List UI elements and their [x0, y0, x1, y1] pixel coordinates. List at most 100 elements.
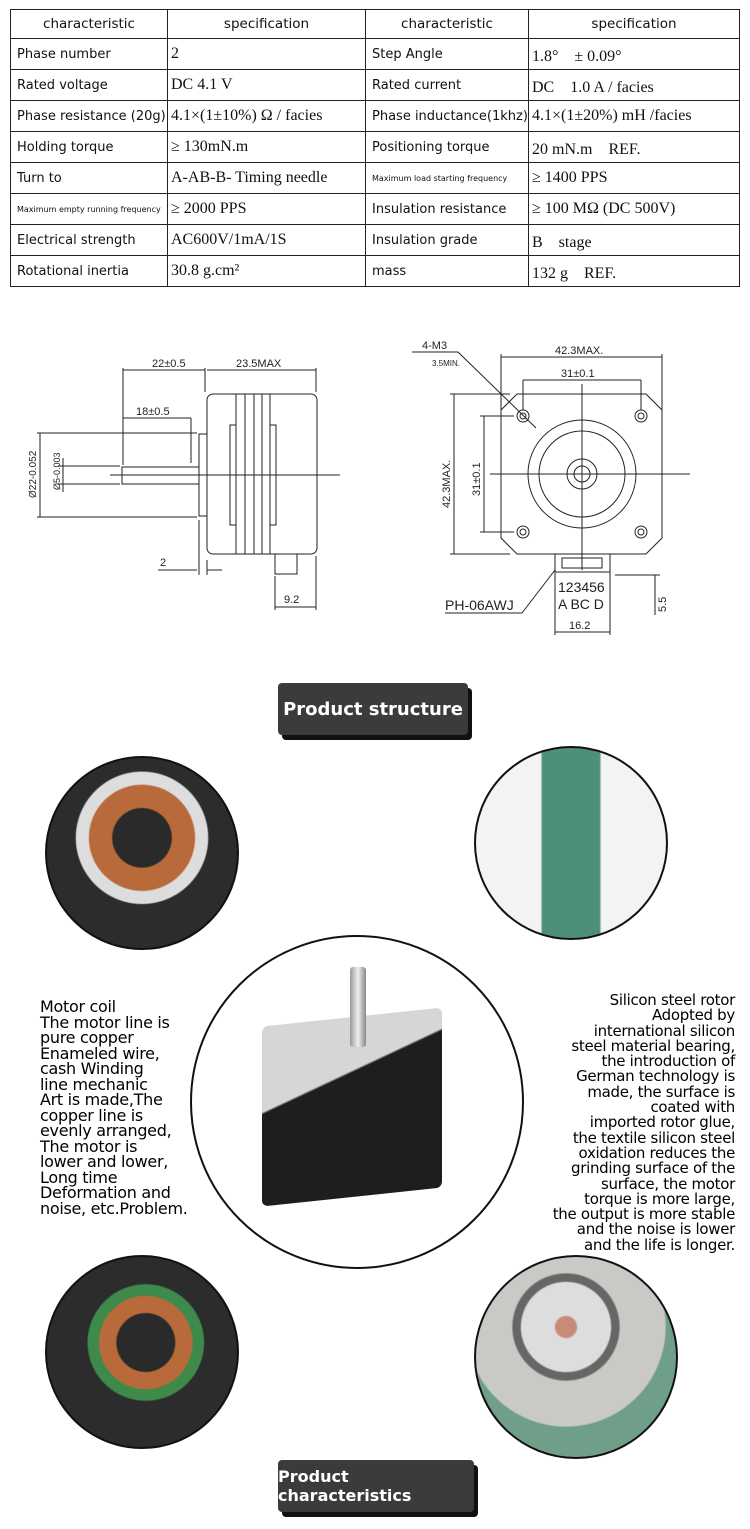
description-line: grinding surface of the — [571, 1159, 735, 1178]
dim-shaft-inner: 18±0.5 — [136, 406, 170, 418]
spec-value: AC600V/1mA/1S — [167, 224, 366, 256]
header-specification: specification — [528, 9, 740, 39]
description-line: made, the surface is — [587, 1082, 735, 1101]
dim-body-length: 23.5MAX — [236, 358, 282, 370]
description-line: the introduction of — [601, 1052, 736, 1071]
spec-characteristic: Positioning torque — [365, 131, 529, 163]
spec-characteristic: Maximum empty running frequency — [10, 193, 168, 225]
spec-value: 4.1×(1±20%) mH /facies — [528, 100, 740, 132]
pin-numbers: 123456 — [558, 579, 605, 595]
dim-hole-spacing-v: 31±0.1 — [471, 462, 483, 496]
description-line: international silicon — [593, 1021, 736, 1040]
dim-height: 42.3MAX. — [441, 460, 453, 508]
spec-value: ≥ 1400 PPS — [528, 162, 740, 194]
screw-spec: 4-M3 — [422, 340, 447, 352]
description-line: the output is more stable — [552, 1205, 736, 1224]
spec-characteristic: Insulation resistance — [365, 193, 529, 225]
spec-characteristic: Step Angle — [365, 38, 529, 70]
description-line: Long time — [40, 1167, 118, 1187]
spec-row: Maximum empty running frequency≥ 2000 PP… — [10, 193, 740, 225]
spec-value: ≥ 100 MΩ (DC 500V) — [528, 193, 740, 225]
description-line: Art is made,The — [40, 1090, 163, 1109]
spec-row: Phase resistance (20g)4.1×(1±10%) Ω / fa… — [10, 100, 740, 132]
dim-conn-width: 16.2 — [569, 620, 590, 632]
description-line: lower and lower, — [40, 1152, 169, 1171]
product-characteristics-button[interactable]: Product characteristics — [278, 1460, 474, 1512]
description-line: Silicon steel rotor — [609, 991, 736, 1009]
header-specification: specification — [167, 9, 366, 39]
dim-connector: 9.2 — [284, 594, 299, 606]
spec-value: 1.8° ± 0.09° — [528, 38, 740, 70]
dim-boss-dia: Ø22-0.052 — [28, 450, 39, 498]
spec-value: A-AB-B- Timing needle — [167, 162, 366, 194]
motor-coil-photo — [45, 756, 239, 950]
description-line: imported rotor glue, — [589, 1113, 736, 1132]
front-view-drawing: 4-M3 3.5MIN. 42.3MAX. 31±0.1 42.3MAX. 31… — [412, 340, 690, 635]
description-line: cash Winding — [40, 1059, 144, 1078]
stepper-motor-photo — [190, 935, 524, 1269]
spec-value: 2 — [167, 38, 366, 70]
spec-value: 4.1×(1±10%) Ω / facies — [167, 100, 366, 132]
description-line: and the noise is lower — [576, 1220, 736, 1239]
description-line: Motor coil — [40, 997, 116, 1016]
spec-value: 30.8 g.cm² — [167, 255, 366, 287]
description-line: pure copper — [40, 1028, 134, 1047]
spec-characteristic: Rotational inertia — [10, 255, 168, 287]
encoder-coil-photo — [45, 1255, 239, 1449]
description-line: The motor is — [40, 1136, 138, 1156]
dim-shaft-dia: Ø5-0.003 — [52, 452, 62, 490]
description-line: torque is more large, — [584, 1189, 735, 1208]
screw-depth: 3.5MIN. — [432, 359, 460, 368]
spec-value: 20 mN.m REF. — [528, 131, 740, 163]
description-line: Adopted by — [651, 1006, 735, 1025]
spec-characteristic: Phase resistance (20g) — [10, 100, 168, 132]
description-line: coated with — [650, 1098, 735, 1117]
spec-value: DC 1.0 A / facies — [528, 69, 740, 101]
description-line: the textile silicon steel — [572, 1128, 735, 1147]
dim-hole-spacing: 31±0.1 — [561, 368, 595, 380]
motor-shaft — [350, 967, 366, 1047]
description-line: and the life is longer. — [584, 1235, 735, 1254]
description-line: oxidation reduces the — [578, 1143, 736, 1162]
spec-value: DC 4.1 V — [167, 69, 366, 101]
spec-value: B stage — [528, 224, 740, 256]
description-line: German technology is — [576, 1067, 735, 1086]
header-characteristic: characteristic — [10, 9, 168, 39]
spec-characteristic: Holding torque — [10, 131, 168, 163]
dim-shaft-length: 22±0.5 — [152, 358, 186, 370]
side-view-drawing: 22±0.5 23.5MAX 18±0.5 Ø22-0.052 Ø5-0.003… — [28, 358, 340, 610]
description-line: evenly arranged, — [40, 1121, 172, 1140]
spec-characteristic: mass — [365, 255, 529, 287]
bearing-photo — [474, 1255, 678, 1459]
connector-model: PH-06AWJ — [445, 597, 514, 613]
dim-conn-height: 5.5 — [657, 597, 669, 612]
product-structure-button[interactable]: Product structure — [278, 683, 468, 735]
description-line: Enameled wire, — [40, 1043, 160, 1063]
spec-characteristic: Turn to — [10, 162, 168, 194]
spec-characteristic: Electrical strength — [10, 224, 168, 256]
spec-value: ≥ 2000 PPS — [167, 193, 366, 225]
rotor-photo — [474, 746, 668, 940]
description-line: surface, the motor — [601, 1174, 735, 1193]
description-line: copper line is — [40, 1105, 143, 1125]
description-line: noise, etc.Problem. — [40, 1198, 188, 1218]
spec-value: ≥ 130mN.m — [167, 131, 366, 163]
pin-phases: A BC D — [558, 596, 604, 612]
spec-characteristic: Phase number — [10, 38, 168, 70]
spec-characteristic: Phase inductance(1khz) — [365, 100, 529, 132]
spec-characteristic: Rated current — [365, 69, 529, 101]
description-line: line mechanic — [40, 1074, 148, 1094]
header-characteristic: characteristic — [365, 9, 529, 39]
spec-value: 132 g REF. — [528, 255, 740, 287]
dim-2: 2 — [160, 557, 166, 569]
spec-table: characteristic specification characteris… — [10, 9, 740, 287]
spec-characteristic: Maximum load starting frequency — [365, 162, 529, 194]
